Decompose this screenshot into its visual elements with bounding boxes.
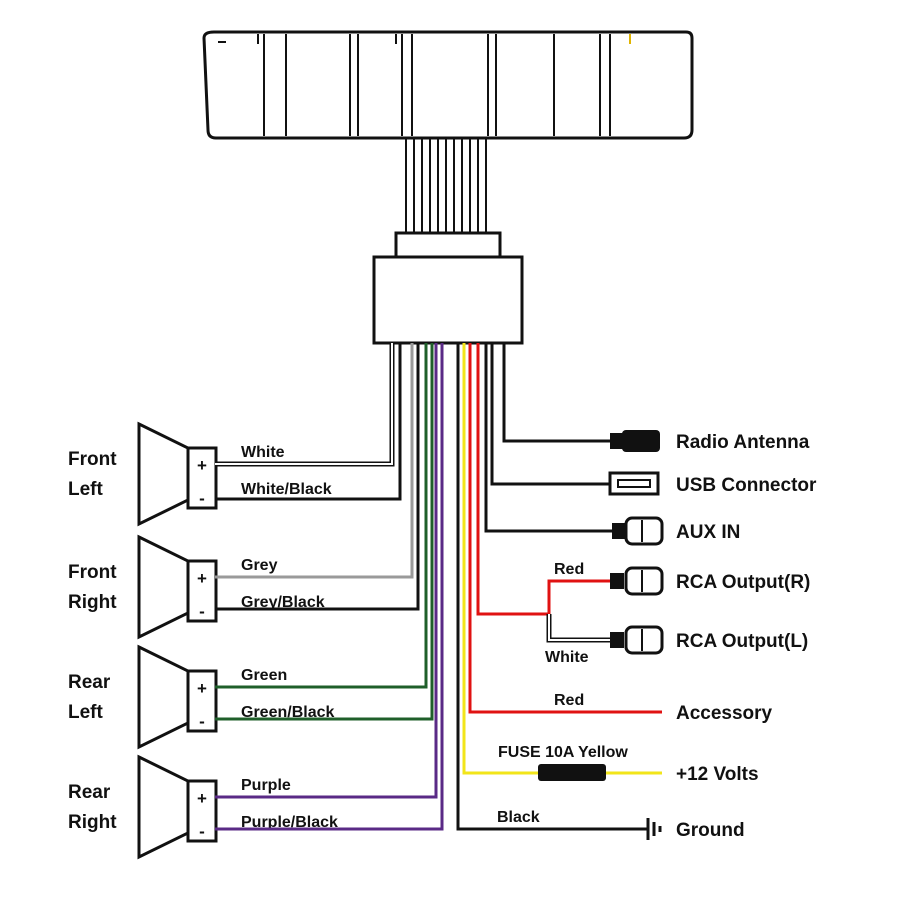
speaker-cone-icon [137, 754, 190, 860]
wire-label-minus: Purple/Black [241, 814, 338, 831]
rca-l-jack-icon [610, 625, 664, 655]
wire-antenna [502, 343, 612, 443]
speaker-cone-icon [137, 534, 190, 640]
wire-front-left-plus [215, 343, 395, 467]
terminal-minus-label: - [199, 602, 205, 621]
terminal-minus-label: - [199, 822, 205, 841]
wire-label-plus: White [241, 444, 285, 461]
speaker-cone-icon [137, 644, 190, 750]
output-wires [456, 343, 662, 831]
wire-front-right-minus [215, 343, 420, 611]
label-ground-black-wire: Black [497, 809, 540, 826]
speaker-name-line2: Left [68, 702, 104, 723]
harness-connector [372, 231, 524, 345]
label-radio-antenna: Radio Antenna [676, 432, 810, 453]
label-plus-12-volts: +12 Volts [676, 764, 759, 785]
speaker-name-line2: Right [68, 592, 117, 613]
wire-label-minus: Green/Black [241, 704, 334, 721]
ground-symbol-icon [646, 818, 662, 840]
terminal-minus-label: - [199, 489, 205, 508]
wire-rca-white [546, 614, 612, 643]
speaker-name-line1: Front [68, 449, 117, 470]
label-usb-connector: USB Connector [676, 475, 817, 496]
label-aux-in: AUX IN [676, 522, 740, 543]
label-ground: Ground [676, 820, 745, 841]
speaker-name-line2: Right [68, 812, 117, 833]
speaker-wires [215, 343, 444, 831]
terminal-plus-label: + [197, 569, 207, 588]
label-rca-output-r: RCA Output(R) [676, 572, 810, 593]
output-labels: Radio Antenna USB Connector AUX IN RCA O… [497, 432, 817, 841]
aux-jack-icon [612, 516, 664, 546]
speaker-name-line1: Rear [68, 782, 111, 803]
wire-front-left-minus [215, 343, 402, 501]
wire-rear-left-minus [215, 343, 434, 721]
wire-label-plus: Purple [241, 777, 291, 794]
speaker-terminal-box [186, 779, 218, 843]
terminal-plus-label: + [197, 679, 207, 698]
wire-front-right-plus [215, 343, 414, 579]
rca-r-jack-icon [610, 566, 664, 596]
speaker-terminal-box [186, 446, 218, 510]
label-rca-white-wire: White [545, 649, 589, 666]
speaker-name-line1: Rear [68, 672, 111, 693]
usb-connector-icon [608, 471, 660, 496]
label-accessory-red-wire: Red [554, 692, 584, 709]
terminal-minus-label: - [199, 712, 205, 731]
wire-label-plus: Green [241, 667, 287, 684]
wire-label-plus: Grey [241, 557, 278, 574]
speaker-name-line2: Left [68, 479, 104, 500]
wire-rear-left-plus [215, 343, 428, 689]
wire-usb [490, 343, 610, 486]
wire-accessory [468, 343, 662, 714]
fuse-icon [538, 764, 606, 781]
terminal-plus-label: + [197, 789, 207, 808]
speaker-name-line1: Front [68, 562, 117, 583]
speakers: +-FrontLeftWhiteWhite/Black+-FrontRightG… [68, 421, 338, 860]
wire-aux [484, 343, 614, 533]
wire-rca-red [476, 343, 612, 616]
wire-label-minus: White/Black [241, 481, 332, 498]
speaker-terminal-box [186, 669, 218, 733]
speaker-terminal-box [186, 559, 218, 623]
output-connectors [538, 430, 664, 840]
wire-rear-right-minus [215, 343, 444, 831]
label-rca-red-wire: Red [554, 561, 584, 578]
wire-ground [456, 343, 648, 831]
speaker-cone-icon [137, 421, 190, 527]
label-accessory: Accessory [676, 703, 773, 724]
label-fuse: FUSE 10A Yellow [498, 744, 628, 761]
terminal-plus-label: + [197, 456, 207, 475]
head-unit [202, 30, 694, 140]
wire-rear-right-plus [215, 343, 438, 799]
label-rca-output-l: RCA Output(L) [676, 631, 808, 652]
wire-label-minus: Grey/Black [241, 594, 325, 611]
cable-bundle [405, 138, 487, 234]
antenna-plug-icon [610, 430, 660, 452]
